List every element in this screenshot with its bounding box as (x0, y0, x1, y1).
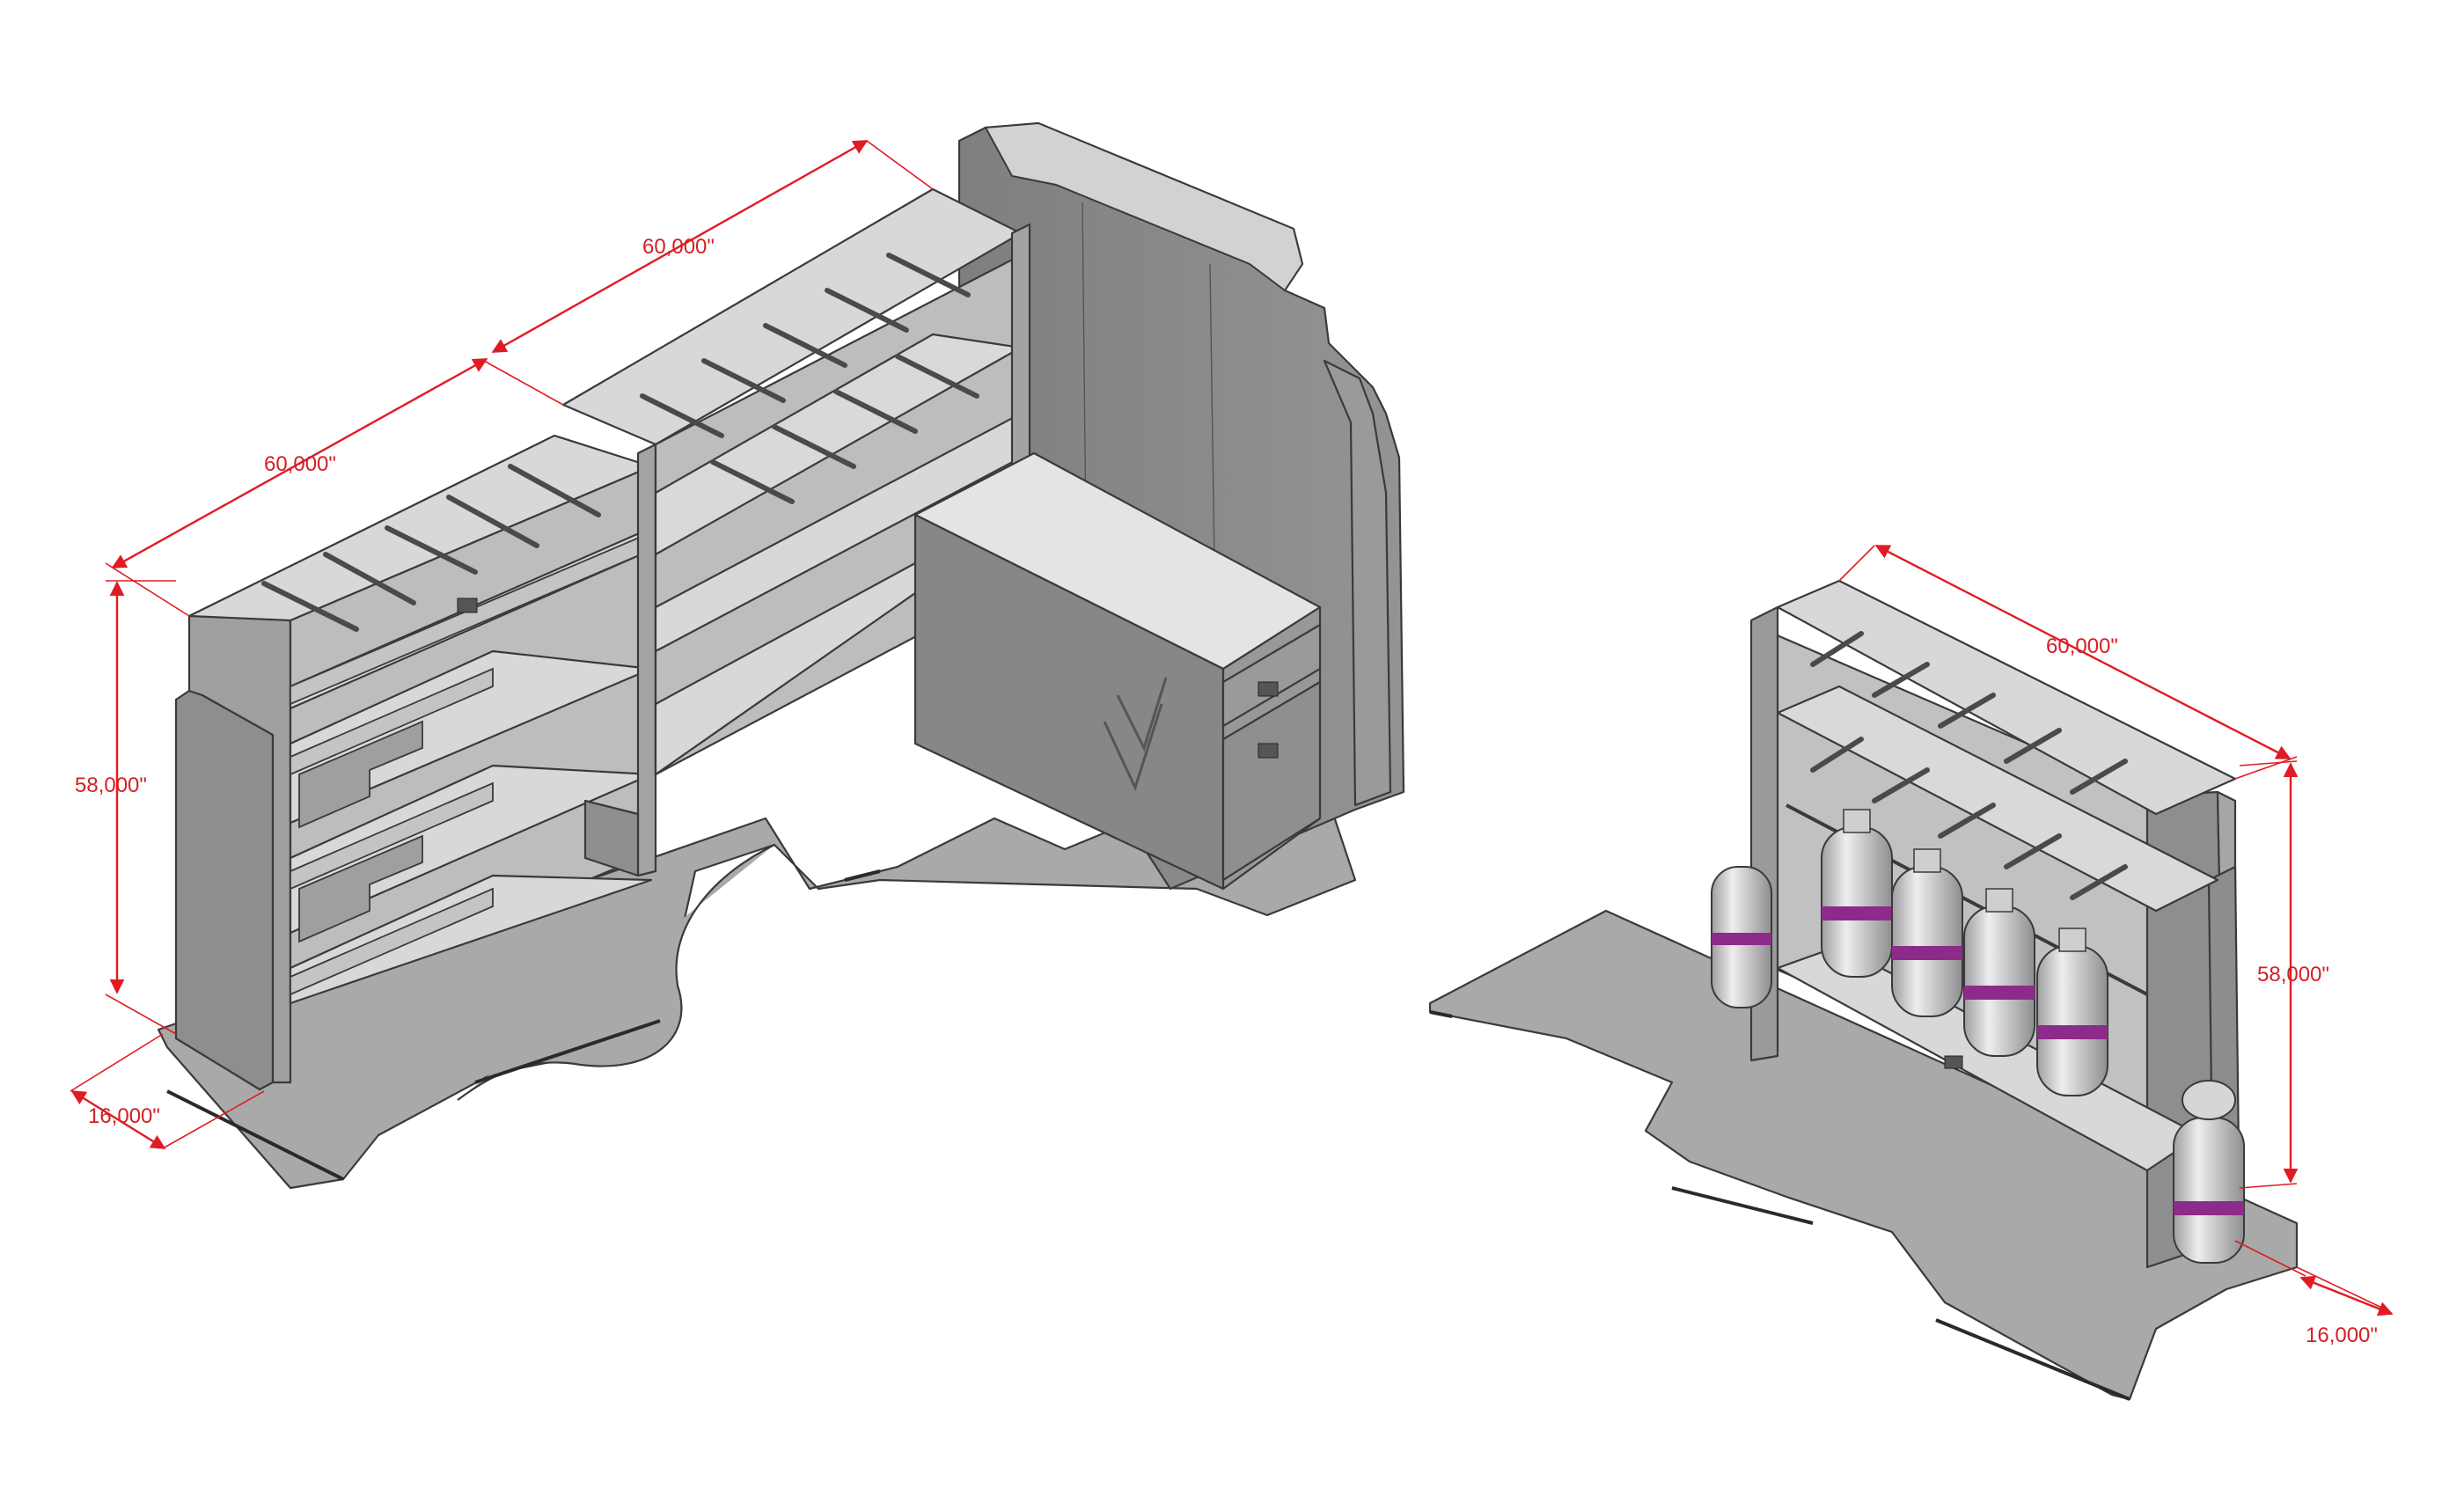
right-van-assembly (1428, 579, 2299, 1401)
left-floor-edge (166, 869, 881, 1181)
right-depth-label: 16,000" (2306, 1324, 2378, 1347)
left-lower-length-line (111, 357, 488, 569)
bulkhead-top-edge (984, 121, 1304, 292)
cabinet-drawer-upper (1221, 623, 1322, 728)
left-depth-label: 16,000" (88, 1104, 160, 1128)
left-unit-shelf-lips (290, 531, 652, 996)
right-depth-line (2299, 1275, 2394, 1316)
right-van-floor (1428, 909, 2299, 1401)
propane-tank (1963, 888, 2035, 1057)
left-unit-divider-2 (298, 834, 423, 943)
right-length-line (1874, 544, 2292, 760)
left-depth-line (70, 1089, 166, 1150)
propane-tank (2036, 928, 2108, 1096)
left-end-panel (174, 689, 275, 1091)
cabinet-chevron-mark (1103, 677, 1168, 792)
left-unit-divider-1 (298, 720, 423, 829)
right-unit-handle[interactable] (1944, 1055, 1963, 1069)
left-unit-upright-side (583, 799, 640, 877)
left-unit-upright (636, 443, 657, 877)
cabinet-drawer-handle-1[interactable] (1258, 681, 1279, 697)
propane-tank-outboard-right (2173, 1080, 2245, 1264)
propane-tanks (1711, 809, 2245, 1264)
propane-tank (1891, 848, 1963, 1017)
left-upper-length-line (491, 139, 869, 354)
left-van-assembly (157, 121, 1405, 1190)
left-height-label: 58,000" (75, 774, 147, 797)
right-floor-edge (1429, 1010, 2130, 1401)
left-upper-length-label: 60,000" (642, 235, 715, 259)
cabinet-drawer-handle-2[interactable] (1258, 743, 1279, 759)
left-unit-handle[interactable] (457, 598, 478, 613)
bulkhead-side-flange (1323, 359, 1392, 807)
right-dimensions: 60,000" 58,000" 16,000" (1838, 544, 2394, 1347)
propane-tank (1821, 809, 1893, 978)
bulkhead-seam-2 (1209, 263, 1215, 564)
right-length-label: 60,000" (2046, 634, 2118, 658)
left-dimensions: 60,000" 60,000" 58,000" 16,000" (70, 139, 934, 1150)
right-height-label: 58,000" (2257, 963, 2329, 986)
propane-tank-outboard-left (1711, 866, 1772, 1008)
left-van-floor (157, 746, 1357, 1190)
cabinet-drawer-lower (1221, 680, 1322, 882)
left-lower-length-label: 60,000" (264, 452, 336, 476)
